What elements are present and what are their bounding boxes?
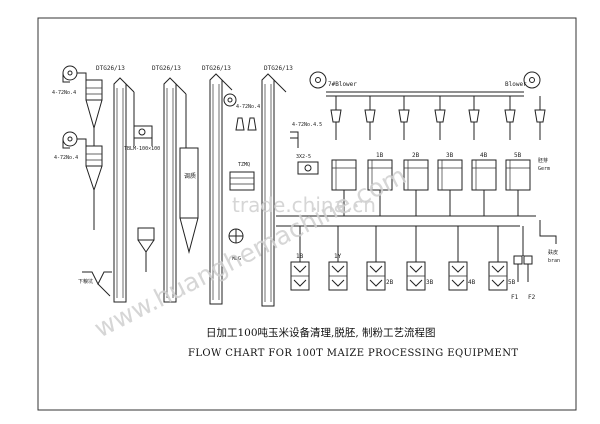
flour-split — [513, 226, 533, 282]
cyclone-top — [77, 72, 103, 130]
mill-model-label: MLG — [232, 256, 241, 262]
air-manifold — [326, 91, 524, 97]
cleaning-machine — [133, 125, 153, 146]
elevator-3 — [209, 73, 233, 305]
blower-2-label: Blower — [505, 81, 527, 88]
scale-label: TZMQ — [238, 162, 250, 168]
tblm-label: TBLM-100×100 — [124, 146, 160, 152]
blower-1 — [309, 71, 327, 89]
sifter-label: 1B — [376, 152, 384, 159]
blower-2 — [523, 71, 541, 89]
blower-1-label: 7#Blower — [328, 81, 357, 88]
roller-mill: 1B — [290, 226, 310, 291]
elevator-1-label: DTG26/13 — [96, 65, 125, 72]
fan-bottom-label: 4-72No.4 — [54, 155, 78, 161]
destoner — [137, 227, 155, 272]
sifters: 1B 2B 3B 4B 5B — [331, 152, 531, 216]
roller-mill: 5B — [488, 226, 516, 291]
elevator-4 — [261, 73, 287, 307]
sifter-label: 2B — [412, 152, 420, 159]
part-3x2-label: 3X2-5 — [296, 154, 311, 160]
fan-top — [62, 65, 78, 83]
title-en: FLOW CHART FOR 100T MAIZE PROCESSING EQU… — [188, 348, 518, 359]
flour-1-label: F1 — [511, 294, 519, 301]
watermark-trade: trade.china.cn — [232, 193, 376, 217]
sifter-box — [403, 159, 429, 216]
germ-en-label: Germ — [538, 166, 550, 172]
degermer — [229, 171, 255, 191]
cyclone-bottom — [77, 138, 103, 192]
intake-pit — [82, 271, 112, 297]
fan-mid-label: 4-72No.4 — [236, 104, 260, 110]
roller-mill: 4B — [448, 226, 476, 291]
bran-cn-label: 麸皮 — [548, 249, 558, 256]
impact-machine — [228, 228, 244, 244]
small-cyclone — [330, 96, 342, 140]
small-cyclone — [504, 96, 516, 140]
elevator-4-label: DTG26/13 — [264, 65, 293, 72]
roller-mills: 1B 1Y 2B 3B 4B 5B — [290, 226, 516, 291]
sifter-box — [505, 159, 531, 216]
roller-mill: 1Y — [328, 226, 348, 291]
fan-mid — [223, 93, 237, 107]
small-cyclone — [534, 96, 546, 140]
mill-label: 2B — [386, 279, 394, 286]
elevator-3-label: DTG26/13 — [202, 65, 231, 72]
conditioning-bin — [179, 94, 199, 254]
sifter-label: 4B — [480, 152, 488, 159]
mill-label: 1B — [296, 253, 304, 260]
mill-label: 1Y — [334, 253, 342, 260]
sifter-box — [437, 159, 463, 216]
bran-pipe — [539, 220, 557, 244]
small-cyclone-a — [235, 117, 245, 131]
sifter-box — [367, 159, 393, 216]
elevator-2-label: DTG26/13 — [152, 65, 181, 72]
elevator-1 — [113, 77, 135, 303]
sifter-box — [331, 159, 357, 216]
mill-label: 4B — [468, 279, 476, 286]
chart-border — [37, 17, 577, 411]
bin-label: 调质 — [184, 172, 196, 180]
intake-label: 下粮坑 — [78, 278, 93, 285]
small-cyclone — [468, 96, 480, 140]
title-cn: 日加工100吨玉米设备清理,脱胚, 制粉工艺流程图 — [206, 326, 436, 339]
sifter-label: 3B — [446, 152, 454, 159]
cyclone-row — [330, 96, 546, 140]
fan-45-label: 4-72No.4.5 — [292, 122, 322, 128]
small-cyclone — [434, 96, 446, 140]
fan-bottom — [62, 131, 78, 149]
flour-2-label: F2 — [528, 294, 536, 301]
roller-mill: 3B — [406, 226, 434, 291]
mill-label: 5B — [508, 279, 516, 286]
small-cyclone — [398, 96, 410, 140]
mill-label: 3B — [426, 279, 434, 286]
fan-45-pipe — [290, 131, 299, 148]
fan-top-label: 4-72No.4 — [52, 90, 76, 96]
bran-en-label: bran — [548, 258, 560, 264]
elevator-2 — [163, 77, 187, 303]
unit-3x2 — [297, 161, 319, 175]
small-cyclone — [364, 96, 376, 140]
sifter-box — [471, 159, 497, 216]
small-cyclone-b — [247, 117, 257, 131]
sifter-label: 5B — [514, 152, 522, 159]
roller-mill: 2B — [366, 226, 394, 291]
germ-cn-label: 胚芽 — [538, 157, 548, 164]
